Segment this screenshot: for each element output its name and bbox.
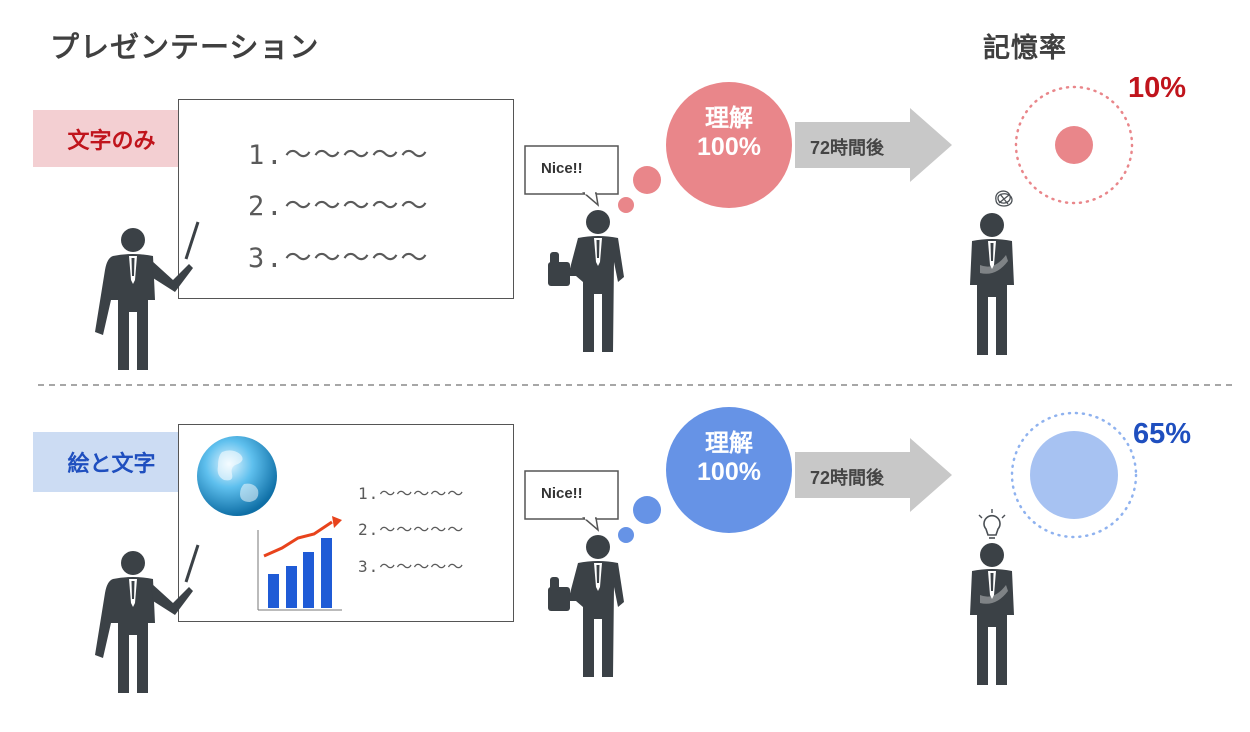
- understanding-label: 理解: [705, 430, 753, 457]
- thinker-figure: [970, 213, 1014, 355]
- speech-bubble: [524, 145, 619, 207]
- presentation-board-visual: [178, 424, 514, 622]
- board-item-2: 2.～～～～～: [358, 520, 465, 539]
- thinker-figure: [970, 543, 1014, 685]
- board-item-3: 3.～～～～～: [358, 557, 465, 576]
- tag-image-and-text: 絵と文字: [33, 432, 190, 492]
- thought-dot: [633, 166, 661, 194]
- board-item-1: 1.～～～～～: [358, 484, 465, 503]
- listener-figure: [548, 535, 624, 677]
- presentation-board-text: [178, 99, 514, 299]
- recall-outline: [1010, 411, 1138, 539]
- understanding-value: 100%: [697, 132, 761, 161]
- thought-dot: [618, 197, 634, 213]
- understanding-circle: [666, 407, 792, 533]
- recall-header: 記憶率: [983, 33, 1067, 64]
- pointer-stick: [184, 544, 200, 583]
- recall-outline: [1014, 85, 1134, 205]
- thought-dot: [618, 527, 634, 543]
- pointer-stick: [184, 221, 200, 260]
- speech-bubble-text: Nice!!: [541, 485, 583, 502]
- understanding-label-group: 理解 100%: [666, 430, 792, 486]
- speech-bubble: [524, 470, 619, 532]
- arrow-shape: [795, 438, 952, 512]
- presenter-figure: [95, 228, 193, 370]
- speech-bubble-text: Nice!!: [541, 160, 583, 177]
- understanding-label-group: 理解 100%: [666, 105, 792, 161]
- listener-figure: [548, 210, 624, 352]
- thought-dot: [633, 496, 661, 524]
- board-item-2: 2.～～～～～: [248, 191, 430, 222]
- board-item-1: 1.～～～～～: [248, 140, 430, 171]
- recall-fill: [1055, 126, 1093, 164]
- understanding-value: 100%: [697, 457, 761, 486]
- tag-text-only: 文字のみ: [33, 110, 190, 167]
- bar-chart-icon: [257, 516, 342, 611]
- arrow-shape: [795, 108, 952, 182]
- recall-percent: 65%: [1133, 418, 1192, 450]
- globe-icon: [197, 436, 277, 516]
- recall-percent: 10%: [1128, 72, 1187, 104]
- presenter-figure: [95, 551, 193, 693]
- page-title: プレゼンテーション: [50, 30, 320, 64]
- understanding-circle: [666, 82, 792, 208]
- recall-fill: [1030, 431, 1118, 519]
- board-item-3: 3.～～～～～: [248, 243, 430, 274]
- arrow-label: 72時間後: [810, 468, 885, 488]
- lightbulb-icon: [978, 509, 1006, 539]
- understanding-label: 理解: [705, 105, 753, 132]
- tangle-icon: [995, 190, 1013, 207]
- arrow-label: 72時間後: [810, 138, 885, 158]
